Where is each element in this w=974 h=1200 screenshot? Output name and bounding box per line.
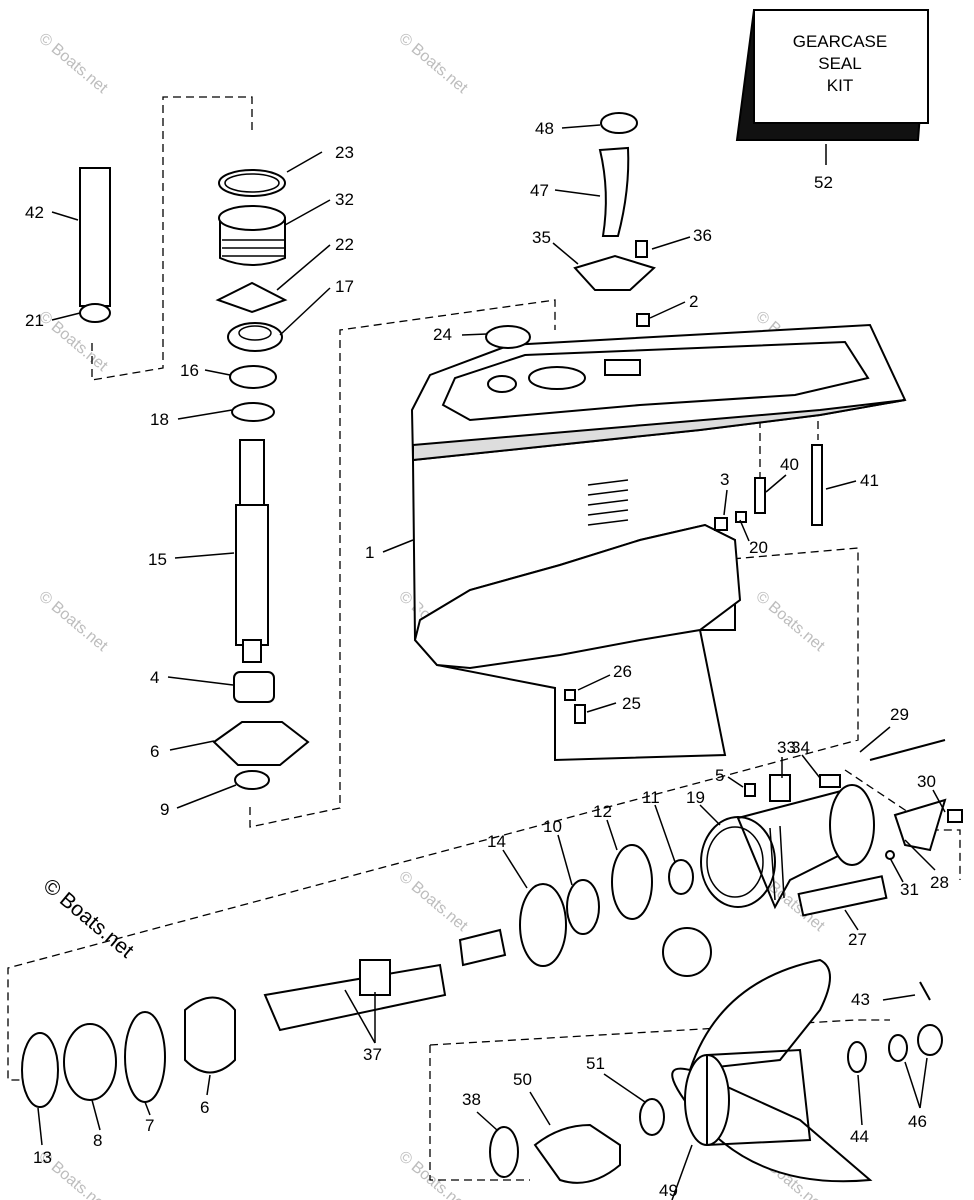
label-p33: 33 — [777, 738, 796, 757]
label-p9: 9 — [160, 800, 169, 819]
gearcase-seal-kit-box: GEARCASE SEAL KIT — [735, 9, 930, 141]
label-p40: 40 — [780, 455, 799, 474]
label-p7: 7 — [145, 1116, 154, 1135]
label-p50: 50 — [513, 1070, 532, 1089]
label-p51: 51 — [586, 1054, 605, 1073]
copyright-label: © Boats.net — [39, 874, 138, 962]
label-p47: 47 — [530, 181, 549, 200]
label-p13: 13 — [33, 1148, 52, 1167]
label-p48: 48 — [535, 119, 554, 138]
label-p41: 41 — [860, 471, 879, 490]
label-p6b: 6 — [200, 1098, 209, 1117]
bearing-carrier — [700, 739, 963, 917]
label-p10: 10 — [543, 817, 562, 836]
label-p2: 2 — [689, 292, 698, 311]
label-p4: 4 — [150, 668, 159, 687]
label-p23: 23 — [335, 143, 354, 162]
kit-line-2: SEAL — [818, 54, 861, 73]
label-p5: 5 — [715, 766, 724, 785]
water-pump-parts — [573, 112, 656, 327]
watermark-9: © Boats.net — [395, 868, 471, 935]
label-p1: 1 — [365, 543, 374, 562]
label-p20: 20 — [749, 538, 768, 557]
label-p31: 31 — [900, 880, 919, 899]
assembly-dashed-lines — [7, 96, 961, 1181]
label-p16: 16 — [180, 361, 199, 380]
label-p24: 24 — [433, 325, 452, 344]
driveshaft-stack — [79, 167, 531, 790]
label-p32: 32 — [335, 190, 354, 209]
gearcase-housing — [410, 323, 907, 762]
label-p49: 49 — [659, 1181, 678, 1200]
label-p52: 52 — [814, 173, 833, 192]
watermark-12: © Boats.net — [395, 1148, 471, 1200]
label-p43: 43 — [851, 990, 870, 1009]
label-p34-visible: 34 — [791, 738, 810, 757]
label-p44: 44 — [850, 1127, 869, 1146]
label-p26: 26 — [613, 662, 632, 681]
label-p46: 46 — [908, 1112, 927, 1131]
label-p28: 28 — [930, 873, 949, 892]
label-p14: 14 — [487, 832, 506, 851]
label-p12: 12 — [593, 802, 612, 821]
label-p30: 30 — [917, 772, 936, 791]
label-p8: 8 — [93, 1131, 102, 1150]
label-p38: 38 — [462, 1090, 481, 1109]
label-p27: 27 — [848, 930, 867, 949]
leader-lines — [37, 124, 946, 1200]
watermark-6: © Boats.net — [35, 588, 111, 655]
housing-screws — [564, 444, 823, 724]
propeller-shaft-row — [21, 844, 712, 1108]
label-p22: 22 — [335, 235, 354, 254]
watermark-8: © Boats.net — [752, 588, 828, 655]
kit-line-3: KIT — [827, 76, 853, 95]
label-p36: 36 — [693, 226, 712, 245]
kit-line-1: GEARCASE — [793, 32, 887, 51]
part-number-labels: 23 32 22 17 42 21 16 18 15 4 6 9 48 47 3… — [25, 119, 949, 1200]
propeller — [489, 958, 943, 1184]
label-p11: 11 — [642, 788, 660, 807]
label-p25: 25 — [622, 694, 641, 713]
label-p3: 3 — [720, 470, 729, 489]
label-p37: 37 — [363, 1045, 382, 1064]
label-p6a: 6 — [150, 742, 159, 761]
label-p17: 17 — [335, 277, 354, 296]
label-p35: 35 — [532, 228, 551, 247]
label-p42: 42 — [25, 203, 44, 222]
label-p19: 19 — [686, 788, 705, 807]
label-p21: 21 — [25, 311, 44, 330]
label-p18: 18 — [150, 410, 169, 429]
label-p29: 29 — [890, 705, 909, 724]
label-p15: 15 — [148, 550, 167, 569]
watermark-1: © Boats.net — [35, 30, 111, 97]
watermark-2: © Boats.net — [395, 30, 471, 97]
